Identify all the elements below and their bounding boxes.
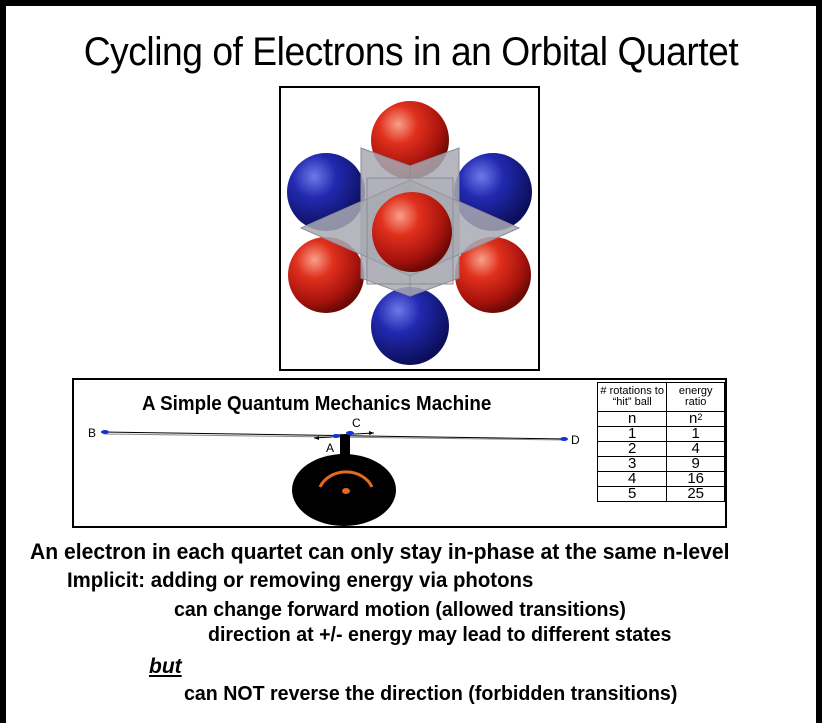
symbol-n: n: [596, 411, 668, 427]
caption-reverse: can NOT reverse the direction (forbidden…: [184, 683, 678, 705]
marker-d: [560, 437, 568, 441]
sphere-lower-right-red: [455, 237, 531, 313]
machine-center-dot: [342, 488, 350, 494]
label-a: A: [326, 441, 334, 455]
machine-arc: [318, 470, 374, 488]
marker-b: [101, 430, 109, 434]
sphere-lower-left-red: [288, 237, 364, 313]
header-energy: energy ratio: [666, 382, 725, 412]
caption-forward-motion: can change forward motion (allowed trans…: [174, 599, 626, 621]
caption-main: An electron in each quartet can only sta…: [30, 539, 730, 564]
table-row: 4 16: [596, 471, 725, 487]
sphere-bottom-blue: [371, 287, 449, 365]
label-b: B: [88, 426, 96, 440]
slide-title: Cycling of Electrons in an Orbital Quart…: [83, 30, 739, 74]
table-row: 3 9: [596, 456, 725, 472]
energy-ratio-table: # rotations to “hit” ball energy ratio n…: [596, 382, 725, 502]
quantum-machine-diagram: B D A C: [88, 416, 580, 526]
table-row: 5 25: [596, 486, 725, 502]
quantum-machine-panel: B D A C A Simple Quantum Mechanics Machi…: [72, 378, 727, 528]
label-c: C: [352, 416, 361, 430]
machine-title: A Simple Quantum Mechanics Machine: [142, 393, 492, 415]
marker-c: [346, 431, 354, 435]
header-rotations: # rotations to “hit” ball: [596, 382, 668, 412]
machine-post: [340, 435, 350, 460]
sphere-center-red: [372, 192, 452, 272]
caption-implicit: Implicit: adding or removing energy via …: [67, 569, 534, 592]
marker-a: [332, 434, 340, 438]
orbital-quartet-image: [279, 86, 540, 371]
table-row: 2 4: [596, 441, 725, 457]
caption-direction: direction at +/- energy may lead to diff…: [208, 624, 672, 646]
symbol-energy-exponent: 2: [697, 412, 703, 422]
caption-but: but: [149, 655, 182, 678]
table-row: 1 1: [596, 426, 725, 442]
label-d: D: [571, 433, 580, 447]
